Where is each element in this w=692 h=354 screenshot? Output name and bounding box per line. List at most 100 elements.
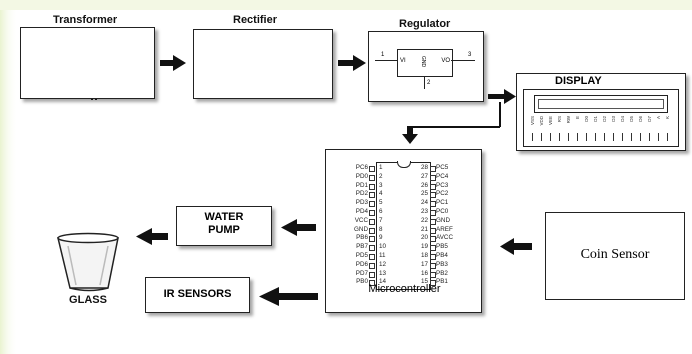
mcu-pin-number: 14 xyxy=(379,278,387,286)
display-title: DISPLAY xyxy=(555,75,602,87)
mcu-pin-box xyxy=(430,166,436,172)
mcu-pin-label: PD7 xyxy=(355,269,368,277)
mcu-chip xyxy=(376,161,431,290)
lcd-pin-lead xyxy=(622,133,623,141)
lcd-screen xyxy=(534,95,668,113)
mcu-pin-number: 23 xyxy=(420,207,428,215)
regulator-vo-label: VO xyxy=(441,58,450,64)
glass-icon xyxy=(57,232,119,292)
water-pump-label: WATER PUMP xyxy=(204,211,244,236)
regulator-pin3: 3 xyxy=(468,52,472,58)
arrow-microcontroller-to-water-pump xyxy=(281,219,316,236)
mcu-pin-box xyxy=(369,209,375,216)
lcd-pin-label: D2 xyxy=(602,116,607,122)
mcu-pin-number: 18 xyxy=(420,251,428,259)
mcu-pin-box xyxy=(369,166,375,172)
mcu-pin-box xyxy=(430,280,436,287)
mcu-pin-number: 16 xyxy=(420,269,428,277)
mcu-pin-number: 12 xyxy=(379,260,387,268)
ir-sensors-block: IR SENSORS xyxy=(145,277,250,313)
mcu-pin-box xyxy=(430,253,436,260)
microcontroller-label: Microcontroller xyxy=(368,283,441,295)
transformer-block xyxy=(20,27,155,99)
lcd-pin-label: D4 xyxy=(620,116,625,122)
transformer-title: Transformer xyxy=(53,14,118,26)
mcu-pin-number: 6 xyxy=(379,207,383,215)
mcu-pin-number: 17 xyxy=(420,260,428,268)
lcd-pin-lead xyxy=(541,133,542,141)
mcu-pin-box xyxy=(369,174,375,181)
mcu-pin-number: 13 xyxy=(379,269,387,277)
arrow-rectifier-to-regulator xyxy=(338,55,366,71)
mcu-pin-box xyxy=(430,245,436,252)
lcd-pin-lead xyxy=(577,133,578,141)
mcu-pin-label: PB6 xyxy=(356,234,368,242)
coin-sensor-label: Coin Sensor xyxy=(580,247,650,262)
lcd-pin-label: RS xyxy=(557,116,562,123)
mcu-pin-box xyxy=(430,227,436,234)
lcd-pin-lead xyxy=(613,133,614,141)
regulator-ic: VI VO GND xyxy=(397,49,453,77)
mcu-pin-label: PB2 xyxy=(436,269,448,277)
mcu-pin-label: PD2 xyxy=(355,190,368,198)
lcd-pin-label: VEE xyxy=(548,116,553,126)
mcu-pin-label: VCC xyxy=(354,216,368,224)
arrow-transformer-to-rectifier xyxy=(160,55,186,71)
regulator-pin1: 1 xyxy=(381,52,385,58)
lcd-pin-lead xyxy=(559,133,560,141)
mcu-pin-number: 25 xyxy=(420,190,428,198)
mcu-pin-number: 21 xyxy=(420,225,428,233)
mcu-pin-label: PC5 xyxy=(436,164,449,171)
mcu-pin-number: 24 xyxy=(420,199,428,207)
mcu-pin-label: PC4 xyxy=(436,172,449,180)
lcd-pin-label: K xyxy=(665,116,670,120)
mcu-pin-box xyxy=(369,245,375,252)
mcu-pin-label: PB4 xyxy=(436,251,448,259)
mcu-pin-box xyxy=(430,262,436,269)
arrow-coin-sensor-to-microcontroller xyxy=(500,238,532,255)
glass-label: GLASS xyxy=(69,294,107,306)
lcd-pin-label: VDD xyxy=(539,116,544,126)
mcu-pin-label: PD6 xyxy=(355,260,368,268)
regulator-output-line xyxy=(451,60,475,61)
water-pump-block: WATER PUMP xyxy=(176,206,272,246)
mcu-pin-box xyxy=(369,227,375,234)
mcu-pin-label: PB3 xyxy=(436,260,448,268)
mcu-pin-number: 3 xyxy=(379,181,383,189)
regulator-input-line xyxy=(375,60,397,61)
mcu-pin-label: PD5 xyxy=(355,251,368,259)
mcu-pin-box xyxy=(369,192,375,199)
mcu-pin-box xyxy=(430,174,436,181)
lcd-pin-label: D5 xyxy=(629,116,634,122)
mcu-pin-number: 27 xyxy=(420,172,428,180)
mcu-pin-label: PD1 xyxy=(355,181,368,189)
lcd-pin-label: A xyxy=(656,116,661,120)
lcd-pin-label: RW xyxy=(566,116,571,124)
corner-tint-top xyxy=(0,0,692,10)
lcd-pin-label: D0 xyxy=(584,116,589,122)
lcd-pin-label: D1 xyxy=(593,116,598,122)
mcu-pin-number: 15 xyxy=(420,278,428,286)
lcd-pin-lead xyxy=(604,133,605,141)
regulator-gnd-label: GND xyxy=(420,56,426,68)
mcu-pin-label: PD4 xyxy=(355,207,368,215)
mcu-pin-box xyxy=(430,236,436,243)
mcu-pin-label: AREF xyxy=(436,225,453,233)
lcd-pin-lead xyxy=(658,133,659,141)
lcd-pin-lead xyxy=(586,133,587,141)
mcu-pin-label: PB1 xyxy=(436,278,448,286)
mcu-pin-number: 5 xyxy=(379,199,383,207)
arrow-regulator-to-display xyxy=(488,89,516,104)
corner-tint-left xyxy=(0,0,18,354)
mcu-pin-box xyxy=(369,280,375,287)
arrow-microcontroller-to-ir-sensors xyxy=(259,287,318,306)
mcu-pin-number: 2 xyxy=(379,172,383,180)
mcu-pin-box xyxy=(430,201,436,208)
arrow-water-pump-to-glass xyxy=(136,228,168,245)
mcu-pin-number: 28 xyxy=(420,164,428,171)
